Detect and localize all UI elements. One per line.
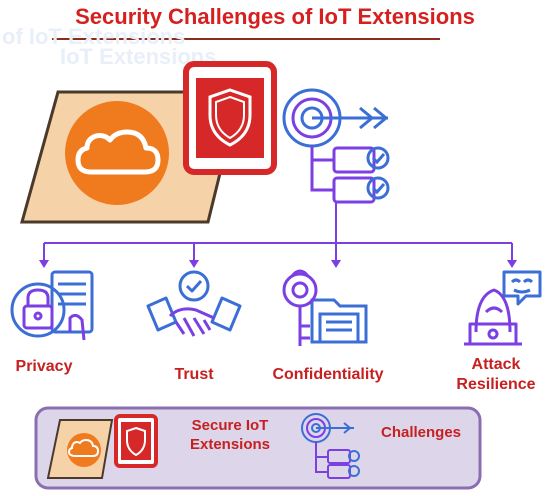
hacker-icon xyxy=(464,270,542,346)
connector-lines xyxy=(43,202,513,262)
diagram-title: Security Challenges of IoT Extensions xyxy=(75,4,475,29)
legend-box xyxy=(34,406,482,490)
legend-shield-icon xyxy=(126,426,146,457)
category-label-attack-resilience: Attack Resilience xyxy=(456,356,536,393)
legend-challenges-label: Challenges xyxy=(380,424,462,441)
secure-shield-tile xyxy=(183,61,277,175)
cloud-icon xyxy=(65,101,169,205)
ghost-text-1: of IoT Extensions xyxy=(2,24,186,49)
legend-target-checklist-icon xyxy=(301,413,360,479)
target-checklist-icon xyxy=(282,88,390,204)
category-label-trust: Trust xyxy=(174,366,214,383)
category-label-confidentiality: Confidentiality xyxy=(272,366,384,383)
legend-cloud-icon xyxy=(67,433,101,467)
key-folder-icon xyxy=(282,269,368,346)
title-underline xyxy=(52,38,440,40)
shield-icon xyxy=(208,88,252,147)
category-label-privacy: Privacy xyxy=(15,358,73,375)
connector-arrowheads xyxy=(39,260,517,268)
handshake-icon xyxy=(146,270,242,337)
legend-secure-label: Secure IoT Extensions xyxy=(189,417,271,453)
privacy-lock-icon xyxy=(10,270,94,341)
